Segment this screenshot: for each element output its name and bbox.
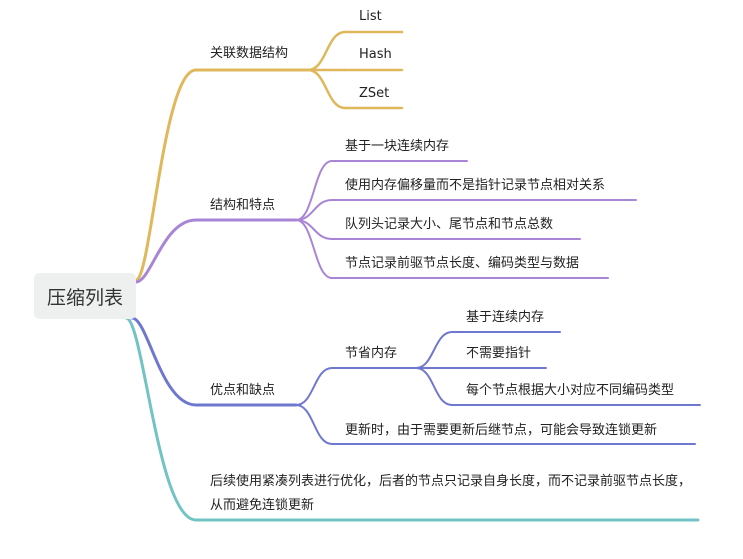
branch-2-child-2[interactable]: 使用内存偏移量而不是指针记录节点相对关系 <box>345 178 606 193</box>
branch-3-child-2[interactable]: 更新时，由于需要更新后继节点，可能会导致连锁更新 <box>345 423 658 438</box>
branch-2-connector <box>134 218 198 284</box>
branch-3-child-1[interactable]: 节省内存 <box>345 346 398 361</box>
branch-2-child-3[interactable]: 队列头记录大小、尾节点和节点总数 <box>345 217 554 232</box>
branch-2-child-4[interactable]: 节点记录前驱节点长度、编码类型与数据 <box>345 256 580 271</box>
branch-4-connector <box>124 316 198 522</box>
branch-3-grandchild-3-connector <box>415 367 453 406</box>
branch-2-child-1[interactable]: 基于一块连续内存 <box>345 139 450 154</box>
branch-3-grandchild-3[interactable]: 每个节点根据大小对应不同编码类型 <box>466 383 675 398</box>
branch-1-connector <box>134 68 198 282</box>
branch-3-grandchild-1[interactable]: 基于连续内存 <box>466 310 545 325</box>
branch-2-child-4-connector <box>295 219 333 279</box>
root-node[interactable]: 压缩列表 <box>34 273 136 319</box>
branch-2-child-1-connector <box>295 160 333 221</box>
branch-3-grandchild-2[interactable]: 不需要指针 <box>466 346 532 361</box>
branch-1-label[interactable]: 关联数据结构 <box>210 46 289 61</box>
branch-3-grandchild-1-connector <box>415 331 453 369</box>
branch-4-label[interactable]: 后续使用紧凑列表进行优化，后者的节点只记录自身长度，而不记录前驱节点长度，从而避… <box>210 474 692 513</box>
branch-3-child-2-connector <box>295 404 333 445</box>
branch-1-child-2[interactable]: Hash <box>359 47 392 62</box>
branch-2-label[interactable]: 结构和特点 <box>210 198 276 213</box>
branch-3-label[interactable]: 优点和缺点 <box>210 383 276 398</box>
branch-3-child-1-connector <box>295 367 333 406</box>
branch-1-child-3-connector <box>306 68 347 110</box>
branch-1-child-1-connector <box>306 30 347 72</box>
branch-1-child-1[interactable]: List <box>359 9 382 24</box>
branch-1-child-3[interactable]: ZSet <box>359 86 390 101</box>
branch-3-connector <box>130 316 198 407</box>
